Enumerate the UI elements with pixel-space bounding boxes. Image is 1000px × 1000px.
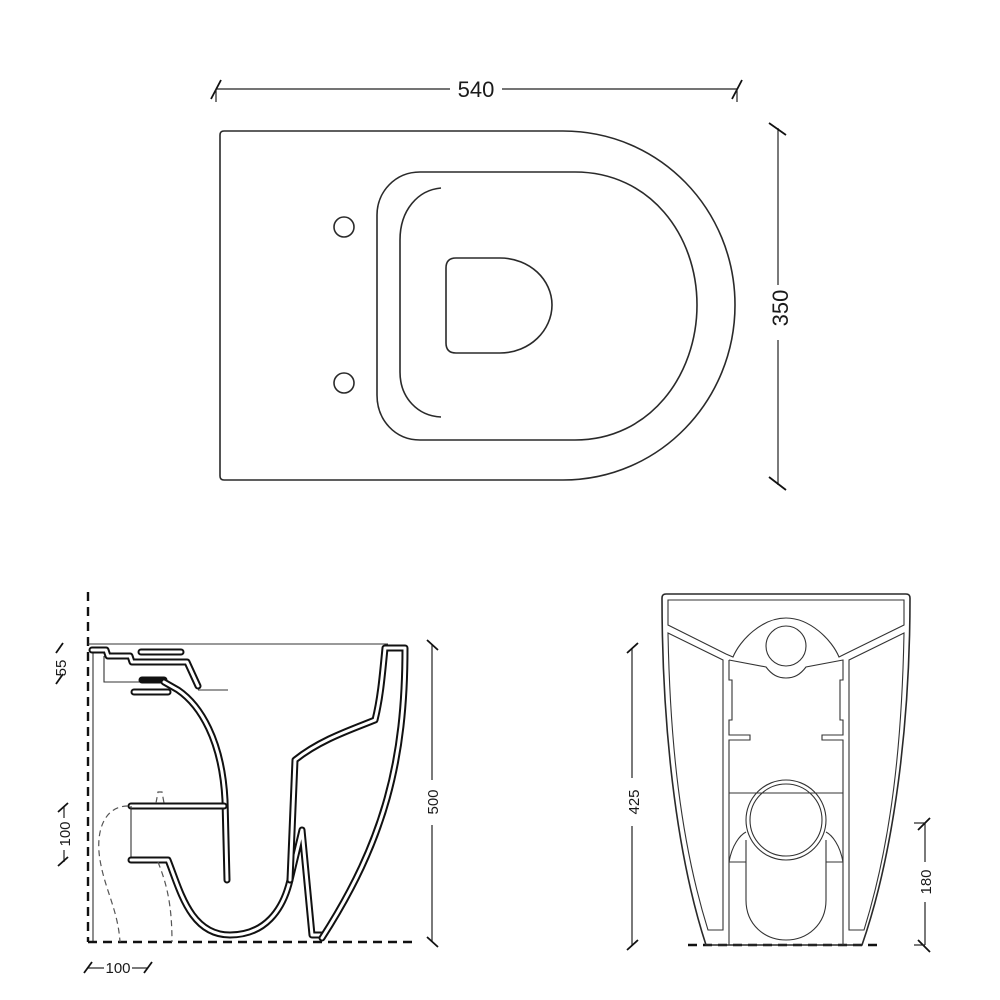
wall-offset-label: 100: [105, 960, 130, 977]
outlet-height-front-dimension: 180: [914, 817, 935, 953]
rim-outline: [376, 171, 698, 441]
outlet-height-front-label: 180: [918, 869, 935, 894]
seat-inner-arc: [399, 187, 442, 418]
bowl-opening: [445, 257, 553, 354]
front-outer-shell: [661, 593, 911, 946]
depth-dimension: 350: [768, 122, 793, 491]
inlet-height-dimension: 425: [626, 642, 643, 951]
height-label: 500: [425, 789, 442, 814]
height-dimension: 500: [425, 639, 442, 948]
top-view: 540 350: [210, 77, 793, 491]
depth-label: 350: [768, 290, 793, 327]
side-view: 500 55 100 100: [53, 592, 442, 977]
seat-offset-label: 55: [53, 660, 70, 677]
seat-offset-dimension: 55: [53, 642, 70, 685]
wall-offset-dimension: 100: [83, 960, 153, 977]
fixing-hole-top: [333, 216, 355, 238]
outlet-height-label: 100: [57, 821, 74, 846]
outlet-circle-inner: [749, 783, 823, 857]
front-view: 425 180: [626, 593, 935, 953]
inlet-circle: [765, 625, 807, 667]
width-dimension: 540: [210, 77, 743, 102]
outlet-circle-outer: [745, 779, 827, 861]
bowl-outer-outline: [219, 130, 736, 481]
bowl-inner-wall: [160, 678, 231, 884]
width-label: 540: [458, 77, 495, 102]
fixing-hole-bottom: [333, 372, 355, 394]
outlet-height-dimension: 100: [57, 802, 74, 867]
inlet-height-label: 425: [626, 789, 643, 814]
